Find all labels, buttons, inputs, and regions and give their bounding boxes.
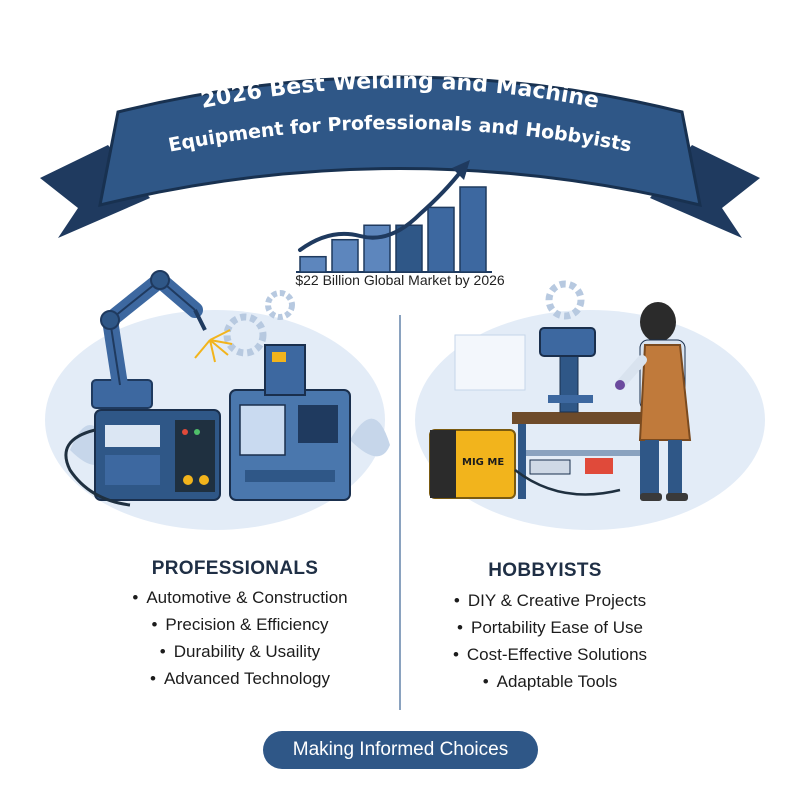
market-growth-chart [296, 160, 492, 273]
growth-arrow [298, 168, 464, 252]
mig-welder: MIG ME [429, 429, 621, 499]
growth-bar [363, 224, 391, 273]
list-item: Precision & Efficiency [120, 611, 360, 638]
cnc-machine [229, 344, 351, 501]
gear-icon [545, 280, 585, 320]
drill-press [539, 327, 596, 413]
workbench [512, 412, 652, 499]
title-banner: 2026 Best Welding and Machine Equipment … [40, 69, 760, 238]
list-item: Adaptable Tools [440, 668, 660, 695]
growth-bar [459, 186, 487, 273]
mig-welder-label: MIG ME [462, 457, 504, 468]
list-item: Advanced Technology [120, 665, 360, 692]
welding-sparks [194, 329, 233, 363]
robot-arm [91, 270, 207, 409]
list-item: Automotive & Construction [120, 584, 360, 611]
market-caption: $22 Billion Global Market by 2026 [295, 272, 505, 288]
growth-bar [427, 206, 455, 273]
growth-bar [299, 255, 327, 273]
wall-chart-decoration [454, 334, 526, 391]
hobbyists-title: HOBBYISTS [488, 560, 602, 581]
growth-bar [395, 224, 423, 273]
professionals-title: PROFESSIONALS [151, 558, 319, 579]
growth-arrow-head [452, 160, 470, 180]
making-informed-choices-button[interactable]: Making Informed Choices [263, 731, 538, 769]
left-leaf-decoration-2 [350, 418, 390, 457]
list-item: Cost-Effective Solutions [440, 641, 660, 668]
list-item: Portability Ease of Use [440, 614, 660, 641]
hobbyists-list: DIY & Creative Projects Portability Ease… [440, 587, 660, 695]
hobbyist-scene: MIG ME [415, 280, 765, 530]
ribbon-body [98, 75, 702, 208]
list-item: Durability & Usaility [120, 638, 360, 665]
gear-icon [265, 290, 295, 320]
growth-bar [331, 238, 359, 273]
list-item: DIY & Creative Projects [440, 587, 660, 614]
professional-scene [45, 270, 390, 530]
column-divider [399, 315, 401, 710]
welder-person [615, 302, 692, 501]
gear-icon [223, 313, 267, 357]
professionals-list: Automotive & Construction Precision & Ef… [120, 584, 360, 692]
welding-machine [64, 409, 221, 507]
